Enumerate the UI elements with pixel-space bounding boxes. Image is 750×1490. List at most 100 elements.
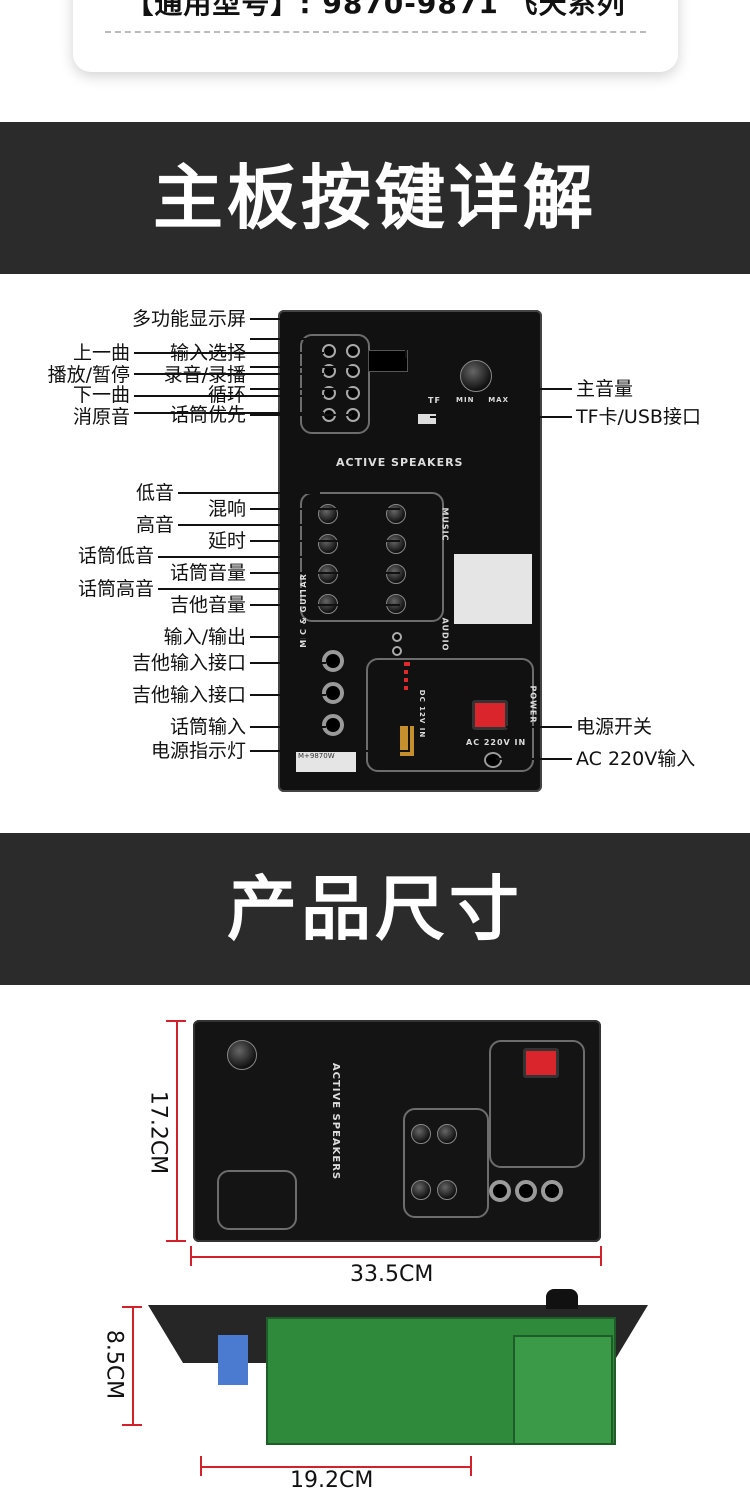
leader-line bbox=[250, 508, 400, 510]
label-loop: 循环 bbox=[207, 384, 246, 406]
leader-line bbox=[158, 588, 320, 590]
dimension-tick bbox=[600, 1246, 602, 1266]
music-label: MUSIC bbox=[440, 507, 450, 542]
section-banner-buttons: 主板按键详解 bbox=[0, 122, 750, 274]
label-main-volume: 主音量 bbox=[576, 378, 634, 400]
board-side-view-image bbox=[148, 1289, 648, 1445]
label-mic-priority: 话筒优先 bbox=[169, 404, 246, 426]
leader-line bbox=[250, 540, 400, 542]
label-mic-input: 话筒输入 bbox=[169, 716, 246, 738]
leader-line bbox=[134, 352, 324, 354]
mic-bass-knob bbox=[318, 564, 338, 584]
label-mic-volume: 话筒音量 bbox=[169, 562, 246, 584]
brand-text: ACTIVE SPEAKERS bbox=[330, 1062, 342, 1181]
knob-panel bbox=[403, 1108, 489, 1218]
leader-line bbox=[250, 694, 326, 696]
label-treble: 高音 bbox=[135, 514, 174, 536]
echo-knob bbox=[386, 504, 406, 524]
leader-line bbox=[408, 670, 410, 752]
audio-out-jack bbox=[392, 646, 402, 656]
leader-line bbox=[405, 318, 407, 358]
audio-in-jack bbox=[392, 632, 402, 642]
leader-line bbox=[158, 556, 320, 558]
brand-text: ACTIVE SPEAKERS bbox=[336, 456, 464, 469]
usb-port bbox=[418, 414, 436, 424]
knob bbox=[411, 1124, 431, 1144]
model-card: 【通用型号】: 9870-9871 飞天系列 bbox=[73, 0, 678, 72]
audio-label: AUDIO bbox=[440, 617, 450, 652]
prev-button bbox=[322, 344, 336, 358]
display-screen bbox=[368, 350, 408, 372]
label-power-led: 电源指示灯 bbox=[150, 740, 246, 762]
leader-line bbox=[178, 492, 320, 494]
model-text: 【通用型号】: 9870-9871 飞天系列 bbox=[125, 0, 626, 20]
power-panel bbox=[489, 1040, 585, 1168]
depth-width-dimension-line bbox=[200, 1466, 472, 1468]
leader-line bbox=[250, 636, 390, 638]
label-prev: 上一曲 bbox=[72, 342, 130, 364]
leader-line bbox=[250, 366, 352, 368]
label-display: 多功能显示屏 bbox=[131, 308, 246, 330]
section-title-buttons: 主板按键详解 bbox=[153, 157, 597, 239]
leader-line bbox=[250, 750, 410, 752]
button-panel bbox=[300, 334, 370, 434]
main-volume-knob bbox=[460, 360, 492, 392]
label-power-switch: 电源开关 bbox=[576, 716, 653, 738]
label-guitar-input-2: 吉他输入接口 bbox=[131, 684, 246, 706]
section-title-size: 产品尺寸 bbox=[227, 868, 523, 950]
mic-volume-knob bbox=[386, 564, 406, 584]
ac-inlet bbox=[484, 752, 502, 768]
leader-line bbox=[134, 412, 324, 414]
label-guitar-input-1: 吉他输入接口 bbox=[131, 652, 246, 674]
board-top-view-image: ACTIVE SPEAKERS bbox=[193, 1020, 601, 1242]
width-dimension-line bbox=[190, 1256, 602, 1258]
depth-width-dimension-label: 19.2CM bbox=[290, 1468, 374, 1490]
leader-line bbox=[250, 662, 326, 664]
label-in-out: 输入/输出 bbox=[163, 626, 246, 648]
main-volume-knob bbox=[227, 1040, 257, 1070]
leader-line bbox=[250, 572, 400, 574]
treble-knob bbox=[318, 534, 338, 554]
dimension-tick bbox=[122, 1424, 142, 1426]
label-input-select: 输入选择 bbox=[169, 342, 246, 364]
voltage-label: AC 220V IN bbox=[466, 738, 527, 747]
leader-line bbox=[496, 758, 572, 760]
label-tf-usb: TF卡/USB接口 bbox=[576, 406, 701, 428]
delay-knob bbox=[386, 534, 406, 554]
width-dimension-label: 33.5CM bbox=[350, 1262, 434, 1287]
dc-terminal bbox=[400, 726, 414, 756]
bass-knob bbox=[318, 504, 338, 524]
button-panel bbox=[217, 1170, 297, 1230]
power-switch bbox=[472, 700, 508, 730]
mainboard-image: MIN MAX TF ACTIVE SPEAKERS MUSIC MIC & G… bbox=[278, 310, 542, 792]
min-label: MIN bbox=[456, 396, 475, 404]
dc-label: DC 12V IN bbox=[418, 689, 427, 739]
section-banner-size: 产品尺寸 bbox=[0, 833, 750, 985]
leader-line bbox=[178, 524, 320, 526]
model-sticker: M+9870W bbox=[296, 750, 356, 772]
power-label: POWER bbox=[528, 685, 538, 724]
depth-dimension-label: 8.5CM bbox=[101, 1329, 127, 1400]
knob bbox=[437, 1180, 457, 1200]
leader-line bbox=[250, 318, 406, 320]
leader-line bbox=[250, 726, 326, 728]
label-delay: 延时 bbox=[207, 530, 246, 552]
jack bbox=[489, 1180, 511, 1202]
power-panel bbox=[366, 658, 534, 772]
label-record: 录音/录播 bbox=[163, 364, 246, 386]
dashed-divider bbox=[105, 31, 646, 33]
input-select-button bbox=[346, 344, 360, 358]
connector bbox=[218, 1335, 248, 1385]
knob bbox=[411, 1180, 431, 1200]
height-dimension-label: 17.2CM bbox=[145, 1090, 171, 1175]
label-echo: 混响 bbox=[207, 498, 246, 520]
jack bbox=[541, 1180, 563, 1202]
volume-knob bbox=[546, 1289, 578, 1309]
label-next: 下一曲 bbox=[72, 384, 130, 406]
max-label: MAX bbox=[488, 396, 509, 404]
dimension-tick bbox=[470, 1456, 472, 1476]
guitar-jack-1 bbox=[322, 650, 344, 672]
leader-line bbox=[250, 338, 352, 340]
label-mic-bass: 话筒低音 bbox=[77, 545, 154, 567]
